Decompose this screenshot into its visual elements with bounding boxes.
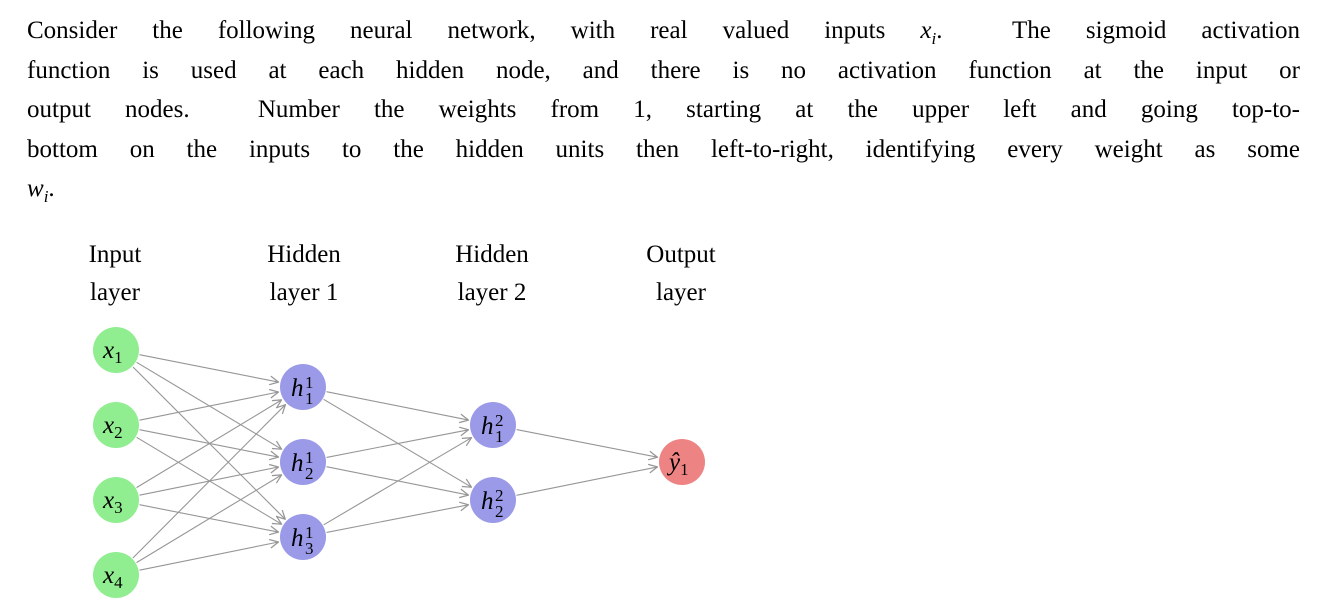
node-h11-sup: 1 — [305, 373, 314, 392]
header-line: Output — [646, 241, 716, 268]
header-hidden-layer-1: Hidden layer 1 — [267, 236, 341, 312]
header-line: layer 1 — [269, 279, 339, 306]
math-sub-i: i — [43, 187, 49, 206]
edge — [516, 429, 658, 458]
node-h11-sub: 1 — [305, 389, 314, 408]
node-x4-label: x4 — [102, 562, 123, 592]
edge — [516, 467, 658, 496]
node-x3-label: x3 — [102, 487, 123, 517]
node-h21 — [470, 402, 516, 448]
header-output-layer: Output layer — [646, 236, 715, 312]
node-h13-sup: 1 — [305, 523, 314, 542]
node-h21-sub: 1 — [495, 427, 504, 446]
node-h12-sub: 2 — [305, 464, 314, 483]
edge — [326, 505, 469, 533]
paragraph-line-4: bottom on the inputs to the hidden units… — [27, 135, 1300, 163]
header-line: layer 2 — [457, 279, 527, 306]
edge — [136, 400, 282, 489]
node-h22-label: h — [481, 488, 494, 515]
node-y1 — [659, 439, 705, 485]
edge — [139, 354, 279, 382]
node-h21-label: h — [481, 413, 494, 440]
paragraph-text: . — [48, 175, 55, 202]
header-line: layer — [90, 279, 140, 306]
paragraph-line-1: Consider the following neural network, w… — [27, 11, 1300, 51]
node-h13-label: h — [291, 525, 304, 552]
node-h13-sub: 3 — [305, 539, 314, 558]
header-line: layer — [656, 279, 706, 306]
problem-statement: Consider the following neural network, w… — [27, 11, 1300, 209]
node-h21-sup: 2 — [495, 411, 504, 430]
edge — [326, 391, 469, 420]
node-h11-label: h — [291, 375, 304, 402]
paragraph-line-5: wi. — [27, 169, 1300, 209]
paragraph-text: Consider the following neural network, w… — [27, 17, 921, 44]
paragraph-text: . The sigmoid activation — [936, 17, 1300, 44]
header-line: Hidden — [455, 241, 529, 268]
header-line: Hidden — [267, 241, 341, 268]
node-x4 — [93, 552, 139, 598]
header-input-layer: Input layer — [89, 236, 142, 312]
node-x2-label: x2 — [102, 412, 123, 442]
node-x3 — [93, 477, 139, 523]
node-h12-sup: 1 — [305, 448, 314, 467]
edge — [139, 392, 279, 421]
node-h22-sup: 2 — [495, 486, 504, 505]
node-h12 — [280, 439, 326, 485]
node-h13 — [280, 514, 326, 560]
edge — [139, 542, 279, 571]
node-x1 — [93, 327, 139, 373]
node-x2 — [93, 402, 139, 448]
edge — [136, 475, 282, 564]
math-var-x: x — [920, 17, 932, 44]
node-h22-sub: 2 — [495, 502, 504, 521]
node-x1-label: x1 — [102, 337, 123, 367]
math-sub-i: i — [931, 29, 937, 48]
node-y1-label: ŷ1 — [666, 449, 689, 479]
node-h22 — [470, 477, 516, 523]
edge — [132, 405, 286, 559]
paragraph-line-3: output nodes. Number the weights from 1,… — [27, 96, 1300, 123]
node-h12-label: h — [291, 450, 304, 477]
edges — [132, 354, 658, 571]
header-hidden-layer-2: Hidden layer 2 — [455, 236, 529, 312]
node-h11 — [280, 364, 326, 410]
math-var-w: w — [27, 175, 44, 202]
edge — [326, 430, 469, 458]
header-line: Input — [88, 241, 142, 268]
paragraph-line-2: function is used at each hidden node, an… — [27, 56, 1300, 84]
edge — [323, 438, 472, 526]
